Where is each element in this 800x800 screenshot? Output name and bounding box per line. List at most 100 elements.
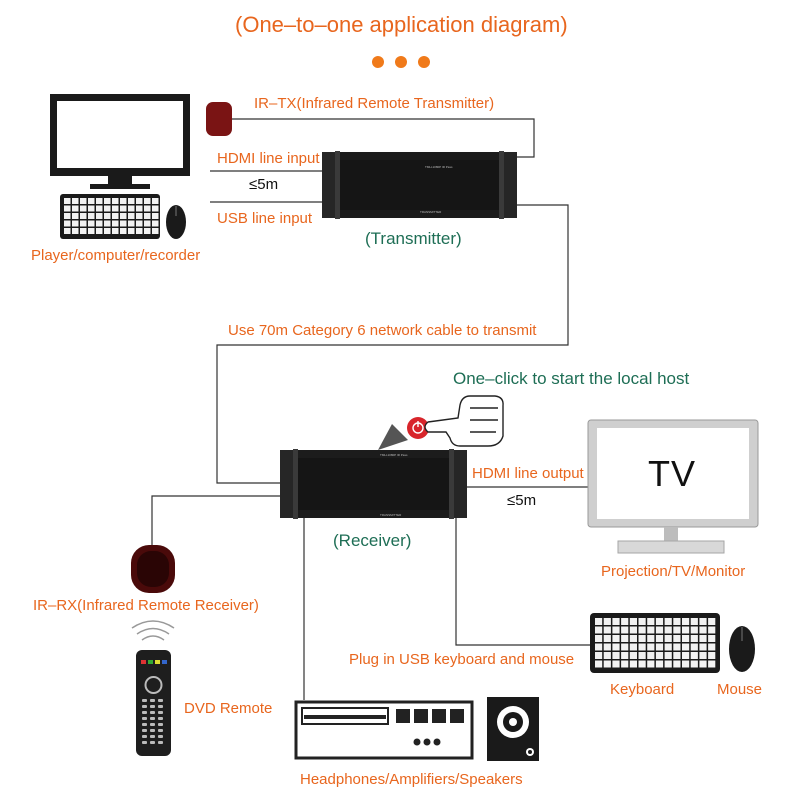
key xyxy=(152,228,159,234)
ir-tx-label: IR–TX(Infrared Remote Transmitter) xyxy=(254,95,495,112)
key xyxy=(690,660,698,668)
key xyxy=(708,618,716,625)
key xyxy=(128,213,135,219)
key xyxy=(603,660,611,668)
key xyxy=(152,205,159,212)
ir-tx-sensor-icon xyxy=(206,102,232,136)
key xyxy=(638,635,646,642)
key xyxy=(603,626,611,634)
projection-label: Projection/TV/Monitor xyxy=(601,563,746,580)
diagram-title: (One–to–one application diagram) xyxy=(235,12,568,37)
key xyxy=(595,618,603,625)
key xyxy=(144,213,151,219)
key xyxy=(104,228,111,234)
key xyxy=(144,220,151,227)
svg-text:TMH-1080P IR Pass: TMH-1080P IR Pass xyxy=(380,453,408,457)
key xyxy=(120,228,127,234)
key xyxy=(612,660,620,668)
key xyxy=(682,618,690,625)
key xyxy=(80,220,87,227)
key xyxy=(152,220,159,227)
key xyxy=(682,643,690,651)
key xyxy=(664,660,672,668)
key xyxy=(612,652,620,659)
key xyxy=(80,228,87,234)
key xyxy=(647,660,655,668)
amplifier-icon xyxy=(294,700,474,760)
key xyxy=(655,643,664,651)
tv-icon xyxy=(587,419,759,554)
key xyxy=(664,626,672,634)
mouse-icon xyxy=(166,205,186,239)
title-dots xyxy=(372,56,430,68)
key xyxy=(708,635,716,642)
key xyxy=(673,652,681,659)
connection-lines xyxy=(151,118,590,700)
key xyxy=(80,198,87,204)
keyboard-icon xyxy=(590,613,720,673)
key xyxy=(88,220,95,227)
key xyxy=(120,213,127,219)
key xyxy=(621,643,629,651)
mouse-icon xyxy=(729,626,755,672)
hand-pointer-icon xyxy=(424,395,504,447)
usb-output-line xyxy=(455,518,590,646)
key xyxy=(128,205,135,212)
key xyxy=(699,660,707,668)
key xyxy=(72,198,79,204)
key xyxy=(664,618,672,625)
audio-devices-label: Headphones/Amplifiers/Speakers xyxy=(300,771,523,788)
key xyxy=(612,643,620,651)
key xyxy=(647,652,655,659)
remote-button xyxy=(150,741,155,744)
network-cable-line xyxy=(216,204,569,484)
remote-button xyxy=(142,717,147,720)
remote-button xyxy=(150,729,155,732)
key xyxy=(699,626,707,634)
key xyxy=(72,213,79,219)
remote-button xyxy=(158,705,163,708)
remote-button xyxy=(150,705,155,708)
key xyxy=(595,626,603,634)
key xyxy=(136,213,143,219)
key xyxy=(673,643,681,651)
key xyxy=(690,626,698,634)
key xyxy=(136,228,143,234)
remote-color-button xyxy=(162,660,167,664)
key xyxy=(595,652,603,659)
remote-button xyxy=(142,729,147,732)
key xyxy=(88,213,95,219)
remote-button xyxy=(158,741,163,744)
transmitter-label: (Transmitter) xyxy=(365,229,462,248)
key xyxy=(655,660,664,668)
key xyxy=(128,220,135,227)
key xyxy=(682,652,690,659)
remote-icon xyxy=(131,620,175,756)
svg-text:TMH-1080P IR Pass: TMH-1080P IR Pass xyxy=(425,165,453,169)
key xyxy=(673,626,681,634)
key xyxy=(72,228,79,234)
key xyxy=(595,643,603,651)
key xyxy=(144,198,151,204)
key xyxy=(655,635,664,642)
transmitter-device: TMH-1080P IR Pass TRANSMITTER xyxy=(322,151,517,219)
key xyxy=(629,660,637,668)
key xyxy=(708,660,716,668)
key xyxy=(699,652,707,659)
key xyxy=(603,652,611,659)
key xyxy=(64,220,71,227)
key xyxy=(673,660,681,668)
key xyxy=(655,618,664,625)
key xyxy=(120,205,127,212)
remote-button xyxy=(158,717,163,720)
key xyxy=(638,660,646,668)
remote-button xyxy=(142,741,147,744)
key xyxy=(144,205,151,212)
key xyxy=(638,652,646,659)
key xyxy=(638,626,646,634)
remote-color-button xyxy=(141,660,146,664)
mouse-label: Mouse xyxy=(717,681,763,698)
key xyxy=(104,198,111,204)
key xyxy=(621,660,629,668)
